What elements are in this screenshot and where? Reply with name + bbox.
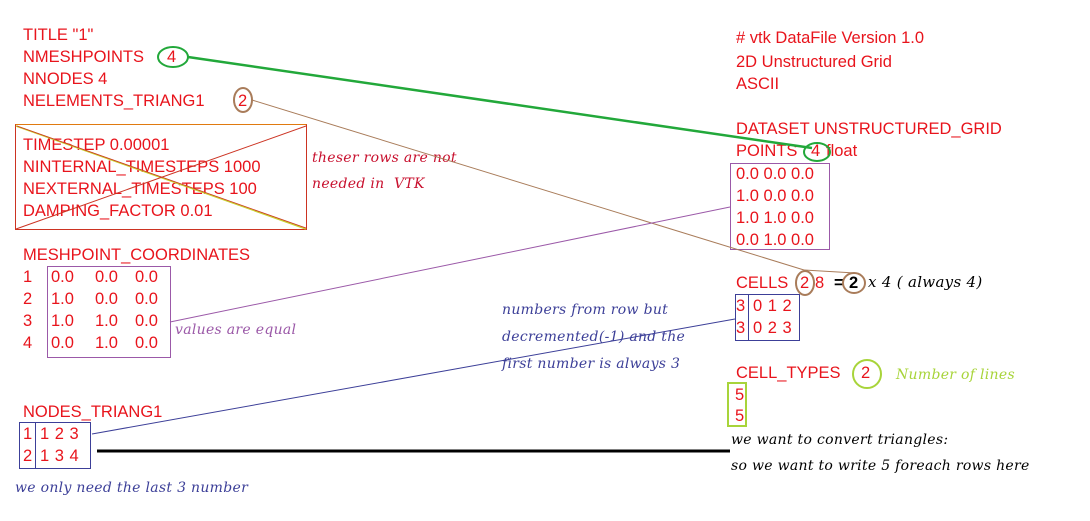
cell-types-count: 2 — [861, 364, 871, 382]
cells-formula-note: x 4 ( always 4) — [868, 273, 983, 291]
meshpoint-x: 0.0 — [51, 334, 74, 352]
meshpoint-y: 1.0 — [95, 312, 118, 330]
nelements-value: 2 — [238, 92, 248, 110]
last-3-numbers-note: we only need the last 3 number — [15, 480, 249, 496]
cells-formula-two: 2 — [849, 274, 859, 292]
cell-values: 0 2 3 — [753, 319, 792, 337]
damping-factor-line: DAMPING_FACTOR 0.01 — [23, 202, 213, 220]
point-row: 1.0 0.0 0.0 — [736, 187, 814, 205]
title-line: TITLE "1" — [23, 26, 94, 44]
node-index: 1 — [23, 425, 33, 443]
meshpoint-y: 0.0 — [95, 290, 118, 308]
nodes-divider — [35, 422, 36, 469]
meshpoint-x: 0.0 — [51, 268, 74, 286]
meshpoint-z: 0.0 — [135, 312, 158, 330]
meshpoint-index: 3 — [23, 312, 33, 330]
nexternal-timesteps-line: NEXTERNAL_TIMESTEPS 100 — [23, 180, 257, 198]
meshpoint-index: 4 — [23, 334, 33, 352]
cell-first: 3 — [736, 319, 746, 337]
node-values: 1 3 4 — [40, 447, 79, 465]
cells-divider — [748, 294, 749, 341]
cell-types-label: CELL_TYPES — [736, 364, 841, 382]
points-type: float — [826, 142, 858, 160]
meshpoint-z: 0.0 — [135, 334, 158, 352]
nnodes-line: NNODES 4 — [23, 70, 108, 88]
not-needed-note-line1: theser rows are not — [312, 150, 457, 166]
meshpoint-coordinates-title: MESHPOINT_COORDINATES — [23, 246, 251, 264]
ninternal-timesteps-line: NINTERNAL_TIMESTEPS 1000 — [23, 158, 261, 176]
points-label: POINTS — [736, 142, 798, 160]
meshpoint-index: 2 — [23, 290, 33, 308]
numbers-from-row-note-line3: first number is always 3 — [502, 356, 681, 372]
dataset-line: DATASET UNSTRUCTURED_GRID — [736, 120, 1002, 138]
cell-first: 3 — [736, 297, 746, 315]
point-row: 1.0 1.0 0.0 — [736, 209, 814, 227]
point-row: 0.0 0.0 0.0 — [736, 165, 814, 183]
points-value: 4 — [811, 142, 821, 160]
vtk-header-line: # vtk DataFile Version 1.0 — [736, 29, 925, 47]
cells-label: CELLS — [736, 274, 789, 292]
point-row: 0.0 1.0 0.0 — [736, 231, 814, 249]
vtk-grid-line: 2D Unstructured Grid — [736, 53, 892, 71]
nelements-label: NELEMENTS_TRIANG1 — [23, 92, 205, 110]
numbers-from-row-note-line1: numbers from row but — [502, 302, 669, 318]
cells-box — [735, 294, 800, 341]
node-values: 1 2 3 — [40, 425, 79, 443]
cell-type-value: 5 — [735, 386, 745, 404]
cell-type-value: 5 — [735, 407, 745, 425]
convert-note-line1: we want to convert triangles: — [731, 432, 949, 448]
cell-values: 0 1 2 — [753, 297, 792, 315]
number-of-lines-note: Number of lines — [896, 367, 1015, 383]
values-equal-note: values are equal — [175, 322, 297, 338]
nodes-box — [19, 422, 91, 469]
not-needed-note-line2: needed in VTK — [312, 176, 425, 192]
nmeshpoints-value: 4 — [167, 48, 177, 66]
meshpoint-y: 0.0 — [95, 268, 118, 286]
cells-to-formula-connector — [803, 269, 856, 274]
numbers-from-row-note-line2: decremented(-1) and the — [502, 329, 686, 345]
meshpoint-index: 1 — [23, 268, 33, 286]
meshpoint-z: 0.0 — [135, 268, 158, 286]
cells-count: 2 — [800, 274, 810, 292]
vtk-ascii-line: ASCII — [736, 75, 780, 93]
timestep-line: TIMESTEP 0.00001 — [23, 136, 170, 154]
nodes-triang-title: NODES_TRIANG1 — [23, 403, 163, 421]
meshpoint-x: 1.0 — [51, 290, 74, 308]
meshpoint-z: 0.0 — [135, 290, 158, 308]
node-index: 2 — [23, 447, 33, 465]
cells-formula-equals: = — [834, 274, 844, 292]
meshpoint-x: 1.0 — [51, 312, 74, 330]
nmeshpoints-label: NMESHPOINTS — [23, 48, 145, 66]
convert-note-line2: so we want to write 5 foreach rows here — [731, 458, 1030, 474]
cells-size: 8 — [815, 274, 825, 292]
meshpoint-y: 1.0 — [95, 334, 118, 352]
